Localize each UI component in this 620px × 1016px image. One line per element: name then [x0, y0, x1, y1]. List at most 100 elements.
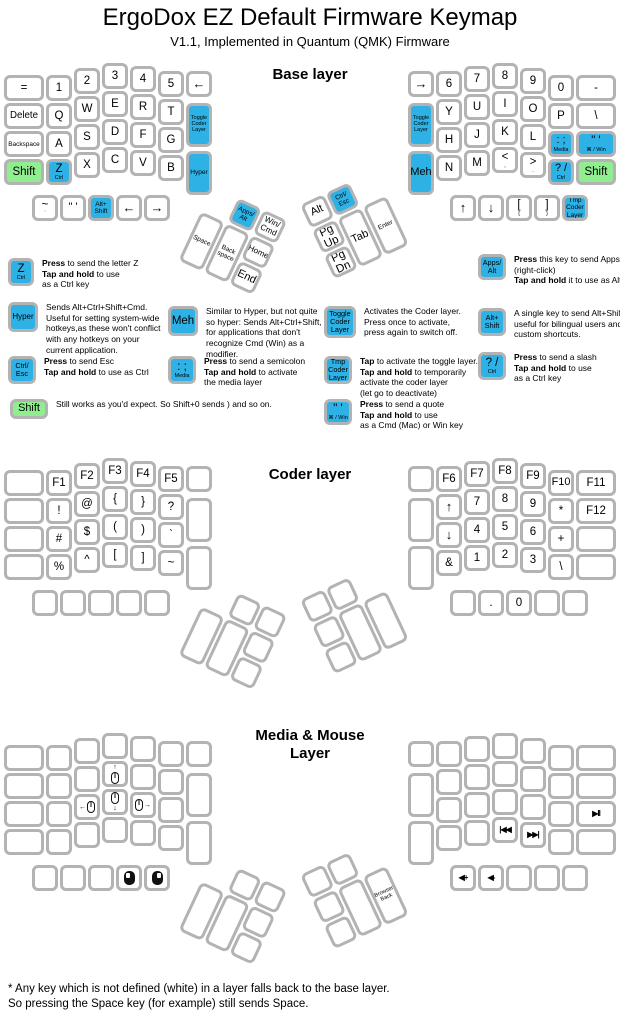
- key-blank: [88, 590, 114, 616]
- key-at: @: [74, 491, 100, 517]
- key-blank: [506, 865, 532, 891]
- key-label: F: [139, 128, 147, 141]
- key-label: →: [150, 199, 164, 215]
- key-label: E: [111, 97, 119, 110]
- page-title: ErgoDox EZ Default Firmware Keymap: [102, 4, 518, 31]
- key-mouse-up: ↑: [102, 761, 128, 787]
- key-sublabel: ⌘ / Win: [328, 414, 348, 421]
- key-blank: [158, 769, 184, 795]
- key-exclamation: !: [46, 498, 72, 524]
- key-1: 1: [464, 545, 490, 571]
- media-layer-left-half: ←↑↓→: [4, 733, 212, 891]
- key-up-arrow: ↑: [450, 195, 476, 221]
- key-blank: [436, 741, 462, 767]
- key-label: ~: [41, 198, 49, 211]
- key-label: 3: [111, 69, 119, 82]
- key-label: Toggle Coder Layer: [412, 115, 430, 133]
- key-blank: [4, 745, 44, 771]
- key-label: 3: [529, 553, 537, 566]
- key-sublabel: ,: [504, 162, 506, 169]
- key-i: I: [492, 91, 518, 117]
- key-label: Meh: [410, 166, 432, 179]
- legend-key: Apps/ Alt: [478, 254, 506, 280]
- key-sublabel: Media: [174, 372, 190, 379]
- legend-text: Still works as you'd expect. So Shift+0 …: [56, 399, 272, 409]
- key-m: M: [464, 150, 490, 176]
- key-f: F: [130, 122, 156, 148]
- key-label: !: [57, 504, 61, 517]
- key-label: Alt: [308, 202, 326, 219]
- key-right-brace: }: [130, 489, 156, 515]
- page-subtitle: V1.1, Implemented in Quantum (QMK) Firmw…: [170, 34, 450, 49]
- legend-key: Hyper: [8, 302, 38, 332]
- legend-text: Tap to activate the toggle layer.Tap and…: [360, 356, 478, 398]
- key-label: X: [83, 158, 91, 171]
- key-blank: [408, 741, 434, 767]
- key-blank: [130, 764, 156, 790]
- key-mouse-right: →: [130, 792, 156, 818]
- key-f9: F9: [520, 463, 546, 489]
- key-label: Shift: [12, 165, 36, 178]
- key-blank: [144, 590, 170, 616]
- key-shift: Shift: [10, 399, 48, 419]
- key-label: Y: [445, 105, 453, 118]
- key-2: 2: [74, 68, 100, 94]
- key-3: 3: [102, 63, 128, 89]
- key-blank: [576, 526, 616, 552]
- key-f4: F4: [130, 461, 156, 487]
- key-label: 9: [529, 74, 537, 87]
- key-blank: [4, 526, 44, 552]
- legend-key: Tmp Coder Layer: [324, 356, 352, 384]
- key-blank: [576, 745, 616, 771]
- key-label: 6: [529, 525, 537, 538]
- key-y: Y: [436, 99, 462, 125]
- legend-key: Alt+ Shift: [478, 308, 506, 336]
- key-x: X: [74, 152, 100, 178]
- key-label: 9: [529, 497, 537, 510]
- key-blank: [562, 865, 588, 891]
- mouse-body: [151, 871, 163, 885]
- key-blank: [548, 745, 574, 771]
- key-label: Ctrl/ Esc: [15, 361, 29, 378]
- mouse-body: [111, 772, 119, 784]
- key-label: Tmp Coder Layer: [566, 197, 584, 219]
- key-0: 0: [506, 590, 532, 616]
- key-label: Backspace: [8, 140, 40, 148]
- media-layer-right-half: |◀◀▶▶|▶II◀+◀-: [408, 733, 616, 891]
- key-9: 9: [520, 491, 546, 517]
- key-e: E: [102, 91, 128, 117]
- key-sublabel: ⌘ / Win: [586, 146, 606, 153]
- key-label: Toggle Coder Layer: [190, 115, 208, 133]
- key-6: 6: [436, 71, 462, 97]
- key-blank: [158, 797, 184, 823]
- key-blank: [408, 546, 434, 590]
- key-label: `: [169, 528, 173, 541]
- key-label: 4: [473, 523, 481, 536]
- key-label: ~: [167, 556, 175, 569]
- key-slash-ctrl: ? /Ctrl: [548, 159, 574, 185]
- key-sublabel: Ctrl: [16, 274, 26, 281]
- key-alt-shift: Alt+ Shift: [478, 308, 506, 336]
- key-f6: F6: [436, 466, 462, 492]
- key-f12: F12: [576, 498, 616, 524]
- key-l: L: [520, 124, 546, 150]
- legend-key: Toggle Coder Layer: [324, 306, 356, 338]
- key-mouse-button-left: [116, 865, 142, 891]
- key-blank: [548, 801, 574, 827]
- key-hyper: Hyper: [186, 151, 212, 195]
- key-label: Shift: [18, 402, 40, 415]
- mouse-btn-right-icon: [151, 871, 163, 885]
- key-backspace: Backspace: [4, 131, 44, 157]
- key-apps-alt: Apps/ Alt: [478, 254, 506, 280]
- legend-item-shift: Shift Still works as you'd expect. So Shi…: [10, 399, 328, 419]
- footnote-line-2: So pressing the Space key (for example) …: [8, 997, 309, 1010]
- key-label: ←: [192, 75, 206, 91]
- key-label: [: [517, 198, 521, 211]
- key-asterisk: *: [548, 498, 574, 524]
